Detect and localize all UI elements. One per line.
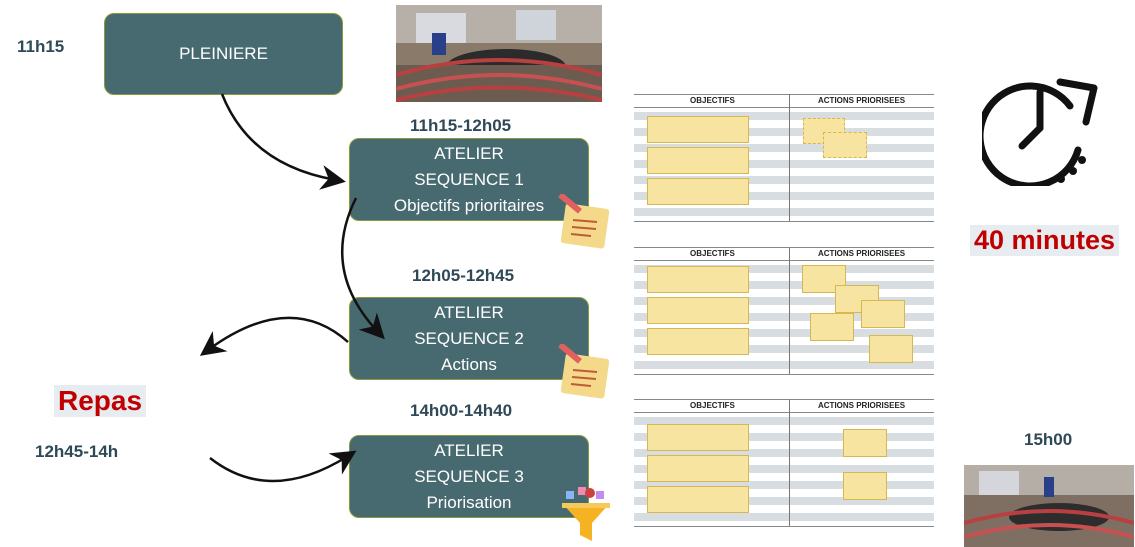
sequence-3-box: ATELIER SEQUENCE 3 Priorisation	[349, 435, 589, 518]
col-actions: ACTIONS PRIORISEES	[818, 96, 906, 105]
sequence-2-line-3: Actions	[441, 354, 497, 374]
sequence-1-box: ATELIER SEQUENCE 1 Objectifs prioritaire…	[349, 138, 589, 221]
duration-label: 40 minutes	[970, 225, 1120, 256]
col-actions: ACTIONS PRIORISEES	[818, 401, 906, 410]
sticky-note	[647, 424, 749, 451]
time-repas: 12h45-14h	[35, 442, 119, 461]
sticky-note	[869, 335, 913, 363]
table-header: OBJECTIFS ACTIONS PRIORISEES	[634, 94, 934, 108]
sticky-note	[861, 300, 905, 328]
plenary-room-photo	[396, 5, 602, 102]
arrow-repas-to-seq3	[209, 450, 357, 483]
arrow-seq1-to-seq2	[340, 197, 385, 340]
sticky-note	[810, 313, 854, 341]
sequence-1-line-2: SEQUENCE 1	[414, 169, 524, 189]
clock-icon	[982, 78, 1098, 186]
col-objectifs: OBJECTIFS	[690, 401, 735, 410]
filter-funnel-icon	[562, 487, 610, 541]
sequence-3-line-2: SEQUENCE 3	[414, 466, 524, 486]
time-end: 15h00	[1024, 430, 1073, 449]
sticky-note	[843, 429, 887, 457]
sequence-3-line-3: Priorisation	[426, 492, 512, 512]
closing-room-photo	[964, 465, 1134, 547]
sticky-note	[647, 266, 749, 293]
sticky-note	[647, 328, 749, 355]
sequence-2-line-1: ATELIER	[434, 302, 504, 322]
col-objectifs: OBJECTIFS	[690, 249, 735, 258]
sticky-note	[647, 147, 749, 174]
repas-label: Repas	[54, 385, 147, 417]
col-objectifs: OBJECTIFS	[690, 96, 735, 105]
table-header: OBJECTIFS ACTIONS PRIORISEES	[634, 247, 934, 261]
arrow-seq2-to-repas	[199, 316, 349, 356]
sticky-note	[647, 455, 749, 482]
time-seq1: 11h15-12h05	[410, 116, 512, 135]
note-pencil-icon	[558, 194, 610, 249]
sticky-note	[647, 297, 749, 324]
pleniere-label: PLEINIERE	[179, 44, 268, 63]
sticky-note	[647, 486, 749, 513]
sticky-note	[823, 132, 867, 158]
sequence-1-line-3: Objectifs prioritaires	[393, 195, 545, 215]
sequence-2-box: ATELIER SEQUENCE 2 Actions	[349, 297, 589, 380]
time-seq3: 14h00-14h40	[410, 401, 513, 420]
table-seq2: OBJECTIFS ACTIONS PRIORISEES	[634, 247, 934, 375]
table-header: OBJECTIFS ACTIONS PRIORISEES	[634, 399, 934, 413]
time-seq2: 12h05-12h45	[412, 266, 515, 285]
arrow-pleniere-to-seq1	[220, 93, 346, 190]
sticky-note	[843, 472, 887, 500]
sticky-note	[647, 178, 749, 205]
time-pleniere: 11h15	[17, 37, 65, 56]
sticky-note	[647, 116, 749, 143]
sequence-1-line-1: ATELIER	[434, 143, 504, 163]
sequence-3-line-1: ATELIER	[434, 440, 504, 460]
note-pencil-icon-2	[558, 344, 610, 399]
table-seq3: OBJECTIFS ACTIONS PRIORISEES	[634, 399, 934, 527]
table-seq1: OBJECTIFS ACTIONS PRIORISEES	[634, 94, 934, 222]
sequence-2-line-2: SEQUENCE 2	[414, 328, 524, 348]
col-actions: ACTIONS PRIORISEES	[818, 249, 906, 258]
